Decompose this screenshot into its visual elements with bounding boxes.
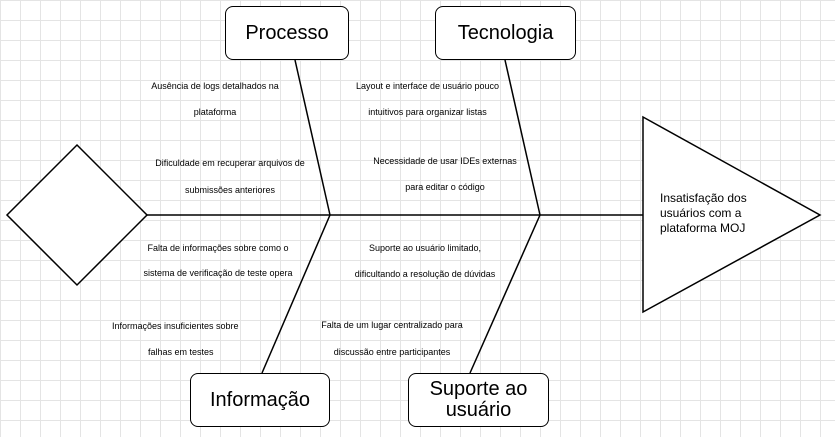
tail-diamond — [5, 143, 149, 287]
cause-tecnologia-1-line-2: intuitivos para organizar listas — [368, 107, 487, 117]
cause-suporte-2-line-1: Falta de um lugar centralizado para — [321, 320, 463, 330]
category-tecnologia-label: Tecnologia — [457, 21, 554, 44]
cause-suporte-1-line-2: dificultando a resolução de dúvidas — [354, 269, 496, 279]
cause-informacao-1-line-2: sistema de verificação de teste opera — [143, 268, 293, 278]
category-suporte: Suporte ao usuário — [408, 373, 549, 427]
category-processo-label: Processo — [245, 21, 329, 44]
bone-processo — [294, 59, 331, 216]
cause-tecnologia-1-line-1: Layout e interface de usuário pouco — [355, 81, 500, 91]
cause-informacao-2-line-2: falhas em testes — [148, 347, 214, 357]
cause-tecnologia-2-line-2: para editar o código — [405, 182, 485, 192]
cause-processo-1-line-2: plataforma — [193, 107, 237, 117]
category-processo: Processo — [225, 6, 349, 60]
category-informacao-label: Informação — [209, 388, 311, 411]
category-tecnologia: Tecnologia — [435, 6, 576, 60]
cause-informacao-1-line-1: Falta de informações sobre como o — [147, 243, 289, 253]
cause-processo-2-line-2: submissões anteriores — [184, 185, 276, 195]
effect-label: Insatisfação dos usuários com a platafor… — [660, 191, 747, 235]
bone-suporte — [469, 214, 541, 374]
bone-informacao — [261, 214, 331, 374]
cause-informacao-2-line-1: Informações insuficientes sobre — [112, 321, 239, 331]
cause-processo-2-line-1: Dificuldade em recuperar arquivos de — [155, 158, 305, 168]
category-informacao: Informação — [190, 373, 330, 427]
cause-suporte-1-line-1: Suporte ao usuário limitado, — [368, 243, 482, 253]
bone-tecnologia — [504, 59, 541, 216]
cause-suporte-2-line-2: discussão entre participantes — [333, 347, 451, 357]
category-suporte-label: Suporte ao usuário — [429, 378, 528, 421]
effect-triangle — [642, 115, 822, 314]
cause-tecnologia-2-line-1: Necessidade de usar IDEs externas — [373, 156, 517, 166]
cause-processo-1-line-1: Ausência de logs detalhados na — [151, 81, 279, 91]
